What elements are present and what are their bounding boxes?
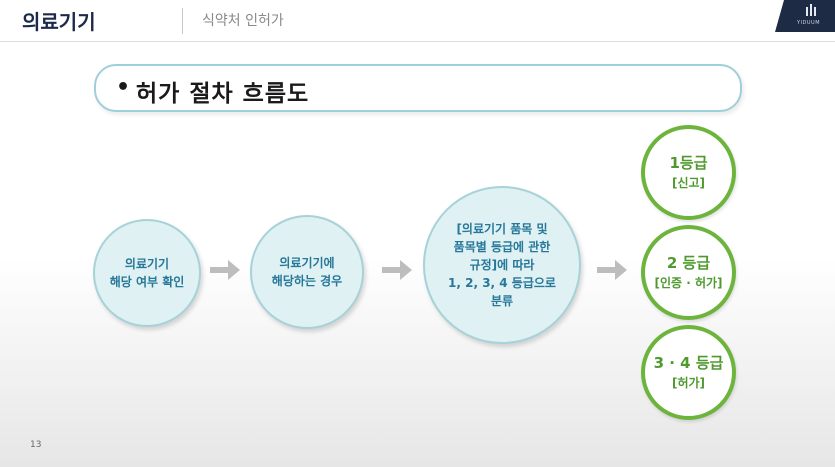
grade-1-note: [신고] bbox=[671, 175, 706, 190]
flow-step-2-line-1: 의료기기에 bbox=[279, 256, 335, 270]
flow-step-2: 의료기기에 해당하는 경우 bbox=[250, 215, 364, 329]
heading-bullet: • bbox=[116, 75, 131, 100]
arrow-right-icon bbox=[210, 260, 240, 280]
flow-step-3: [의료기기 품목 및 품목별 등급에 관한 규정]에 따라 1, 2, 3, 4… bbox=[423, 186, 581, 344]
arrow-right-icon bbox=[382, 260, 412, 280]
section-heading-box: • 허가 절차 흐름도 bbox=[94, 64, 742, 112]
flow-step-3-line-3: 규정]에 따라 bbox=[469, 258, 535, 272]
logo-mark-icon bbox=[806, 4, 816, 16]
header-divider bbox=[182, 8, 183, 34]
slide-title: 의료기기 bbox=[22, 10, 96, 34]
grade-2-note: [인증 · 허가] bbox=[654, 275, 723, 290]
slide-header: 의료기기 식약처 인허가 bbox=[0, 0, 835, 40]
grade-2-label: 2 등급 bbox=[666, 253, 711, 272]
flow-step-1: 의료기기 해당 여부 확인 bbox=[93, 219, 201, 327]
slide-subtitle: 식약처 인허가 bbox=[202, 13, 284, 29]
flow-step-3-line-1: [의료기기 품목 및 bbox=[456, 222, 548, 236]
flow-step-3-line-2: 품목별 등급에 관한 bbox=[453, 240, 551, 254]
logo-text: YIDUUM bbox=[797, 20, 821, 26]
brand-logo: YIDUUM bbox=[775, 0, 835, 32]
grade-3-4-label: 3 · 4 등급 bbox=[653, 353, 724, 372]
flow-step-3-line-5: 분류 bbox=[490, 294, 514, 308]
grade-1-circle: 1등급 [신고] bbox=[641, 125, 736, 220]
flow-step-3-line-4: 1, 2, 3, 4 등급으로 bbox=[448, 276, 556, 290]
grade-3-4-note: [허가] bbox=[671, 375, 706, 390]
flow-step-2-line-2: 해당하는 경우 bbox=[271, 274, 343, 288]
section-heading: 허가 절차 흐름도 bbox=[136, 81, 310, 107]
header-rule bbox=[0, 41, 835, 42]
grade-3-4-circle: 3 · 4 등급 [허가] bbox=[641, 325, 736, 420]
grade-1-label: 1등급 bbox=[669, 153, 708, 172]
flow-step-1-line-1: 의료기기 bbox=[124, 257, 170, 271]
flow-step-1-line-2: 해당 여부 확인 bbox=[109, 275, 185, 289]
arrow-right-icon bbox=[597, 260, 627, 280]
grade-2-circle: 2 등급 [인증 · 허가] bbox=[641, 225, 736, 320]
page-number: 13 bbox=[30, 440, 42, 450]
